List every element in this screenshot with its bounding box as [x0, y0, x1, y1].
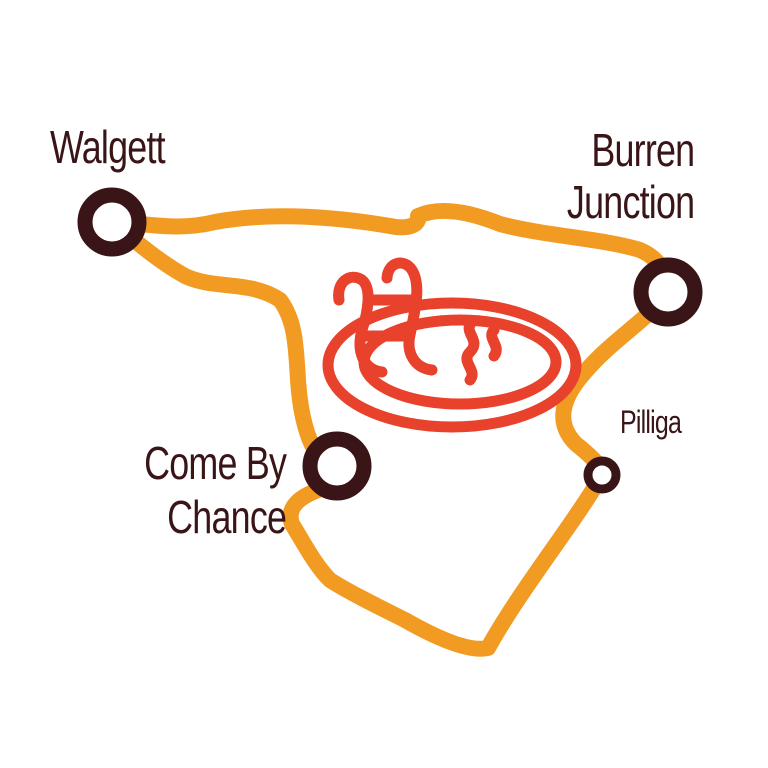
ladder-left-rail: [333, 271, 388, 378]
label-walgett-text: Walgett: [50, 121, 166, 173]
label-come-by-chance-line1: Come By: [143, 437, 287, 489]
town-marker-come-by-chance[interactable]: [302, 431, 372, 501]
label-burren-line1: Burren: [590, 124, 695, 176]
label-pilliga: Pilliga: [620, 404, 682, 440]
label-come-by-chance-line2: Chance: [167, 491, 287, 543]
town-marker-pilliga[interactable]: [583, 456, 621, 494]
town-marker-burren-junction[interactable]: [633, 257, 703, 327]
label-pilliga-text: Pilliga: [620, 404, 682, 440]
label-burren-junction: Burren Junction: [566, 124, 695, 228]
steam-wisp-left: [461, 316, 480, 386]
town-marker-walgett[interactable]: [77, 187, 147, 257]
label-burren-line2: Junction: [566, 176, 695, 228]
label-walgett: Walgett: [50, 121, 166, 173]
ladder-right-rail: [381, 257, 438, 376]
steam-wisp-right: [486, 324, 502, 362]
label-come-by-chance: Come By Chance: [143, 437, 287, 543]
route-line: [104, 203, 676, 657]
hot-spring-pool-icon: [322, 257, 582, 433]
pool-outer-ring: [322, 297, 582, 433]
